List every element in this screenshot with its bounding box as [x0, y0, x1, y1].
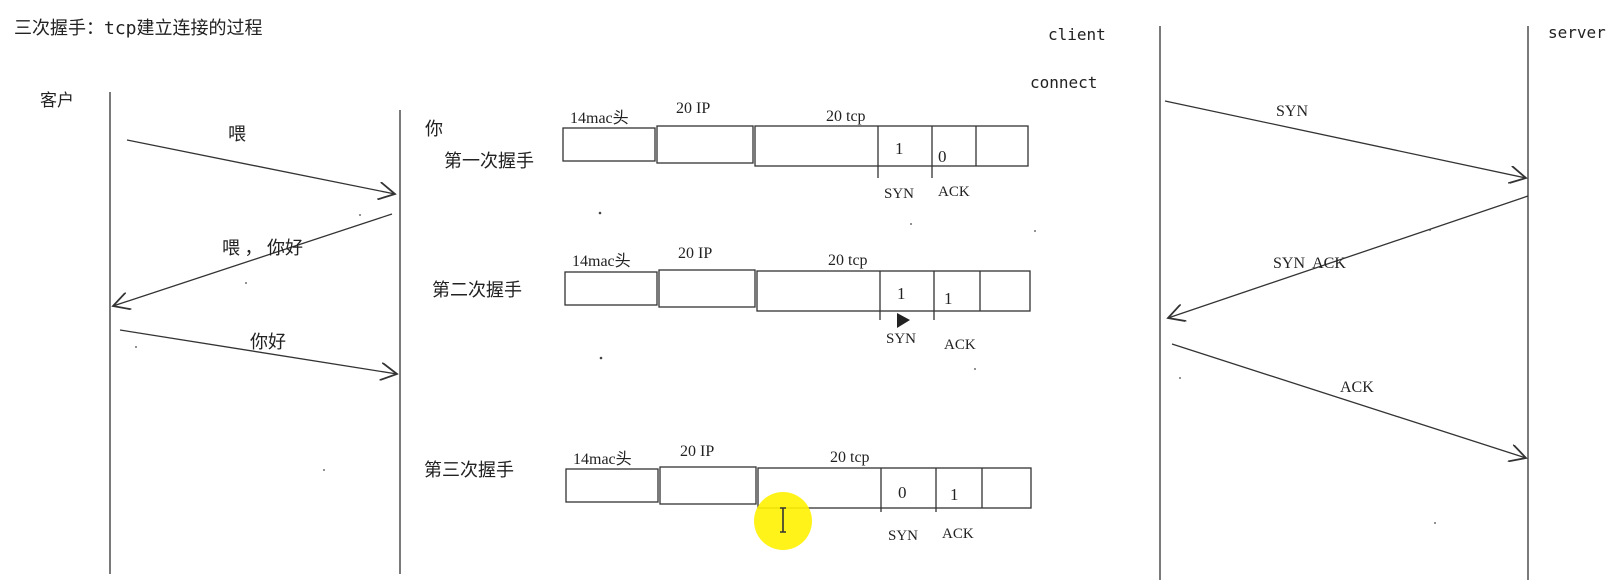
play-icon[interactable] [897, 313, 910, 328]
handshake-2-ip-label: 20 IP [678, 245, 712, 262]
handshake-1-tcp-label: 20 tcp [826, 108, 866, 125]
diagram-title: 三次握手：tcp建立连接的过程 [14, 18, 263, 39]
handshake-3-mac-box [565, 468, 659, 503]
syn-ack-arrow [1168, 195, 1529, 318]
syn-arrow-label: SYN [1276, 103, 1308, 120]
text-cursor-icon [754, 492, 812, 550]
message-label-1: 喂 [228, 124, 246, 144]
handshake-1-ip-label: 20 IP [676, 100, 710, 117]
handshake-3: 第三次握手 14mac头 20 IP 20 tcp 0 1 SYN ACK [424, 443, 1032, 544]
syn-arrow [1164, 100, 1526, 178]
connect-label: connect [1030, 73, 1097, 92]
handshake-3-syn-value: 0 [898, 483, 907, 502]
message-arrow-2 [113, 213, 393, 306]
handshake-2-syn-label: SYN [886, 331, 916, 347]
handshake-3-ack-label: ACK [942, 526, 974, 542]
message-arrow-3 [119, 329, 397, 374]
handshake-3-ack-value: 1 [950, 485, 959, 504]
client-header: client [1048, 25, 1106, 44]
handshake-3-mac-label: 14mac头 [573, 450, 632, 468]
handshake-2-ack-value: 1 [944, 289, 953, 308]
handshake-3-syn-label: SYN [888, 528, 918, 544]
message-arrow-1 [126, 139, 395, 194]
handshake-3-name: 第三次握手 [424, 460, 514, 480]
handshake-3-ip-box [659, 466, 757, 505]
handshake-1-tcp-box [754, 125, 1029, 167]
handshake-3-ip-label: 20 IP [680, 443, 714, 460]
handshake-1-syn-value: 1 [895, 139, 904, 158]
handshake-1-name: 第一次握手 [444, 151, 534, 171]
message-label-2: 喂 ， 你好 [222, 238, 303, 258]
handshake-2-tcp-box [756, 270, 1031, 312]
client-label: 客户 [40, 91, 74, 110]
handshake-1-ack-value: 0 [938, 147, 947, 166]
ink-specks [135, 211, 1436, 524]
handshake-1: 第一次握手 14mac头 20 IP 20 tcp 1 0 SYN ACK [444, 100, 1029, 202]
handshake-2-name: 第二次握手 [432, 280, 522, 300]
handshake-3-tcp-label: 20 tcp [830, 449, 870, 466]
handshake-2-ack-label: ACK [944, 337, 976, 353]
handshake-1-syn-label: SYN [884, 186, 914, 202]
handshake-1-mac-label: 14mac头 [570, 109, 629, 127]
handshake-2-mac-box [564, 271, 658, 306]
handshake-1-ip-box [656, 125, 754, 164]
partner-label: 你 [425, 119, 443, 139]
message-label-3: 你好 [250, 332, 286, 352]
handshake-1-ack-label: ACK [938, 184, 970, 200]
handshake-2-tcp-label: 20 tcp [828, 252, 868, 269]
ack-arrow-label: ACK [1340, 379, 1374, 396]
ack-arrow [1171, 343, 1526, 458]
handshake-2-syn-value: 1 [897, 284, 906, 303]
syn-ack-arrow-label: SYN ACK [1273, 255, 1346, 272]
handshake-2: 第二次握手 14mac头 20 IP 20 tcp 1 1 SYN ACK [432, 245, 1031, 353]
handshake-2-ip-box [658, 269, 756, 308]
handshake-2-mac-label: 14mac头 [572, 252, 631, 270]
server-header: server [1548, 23, 1606, 42]
handshake-1-mac-box [562, 127, 656, 162]
